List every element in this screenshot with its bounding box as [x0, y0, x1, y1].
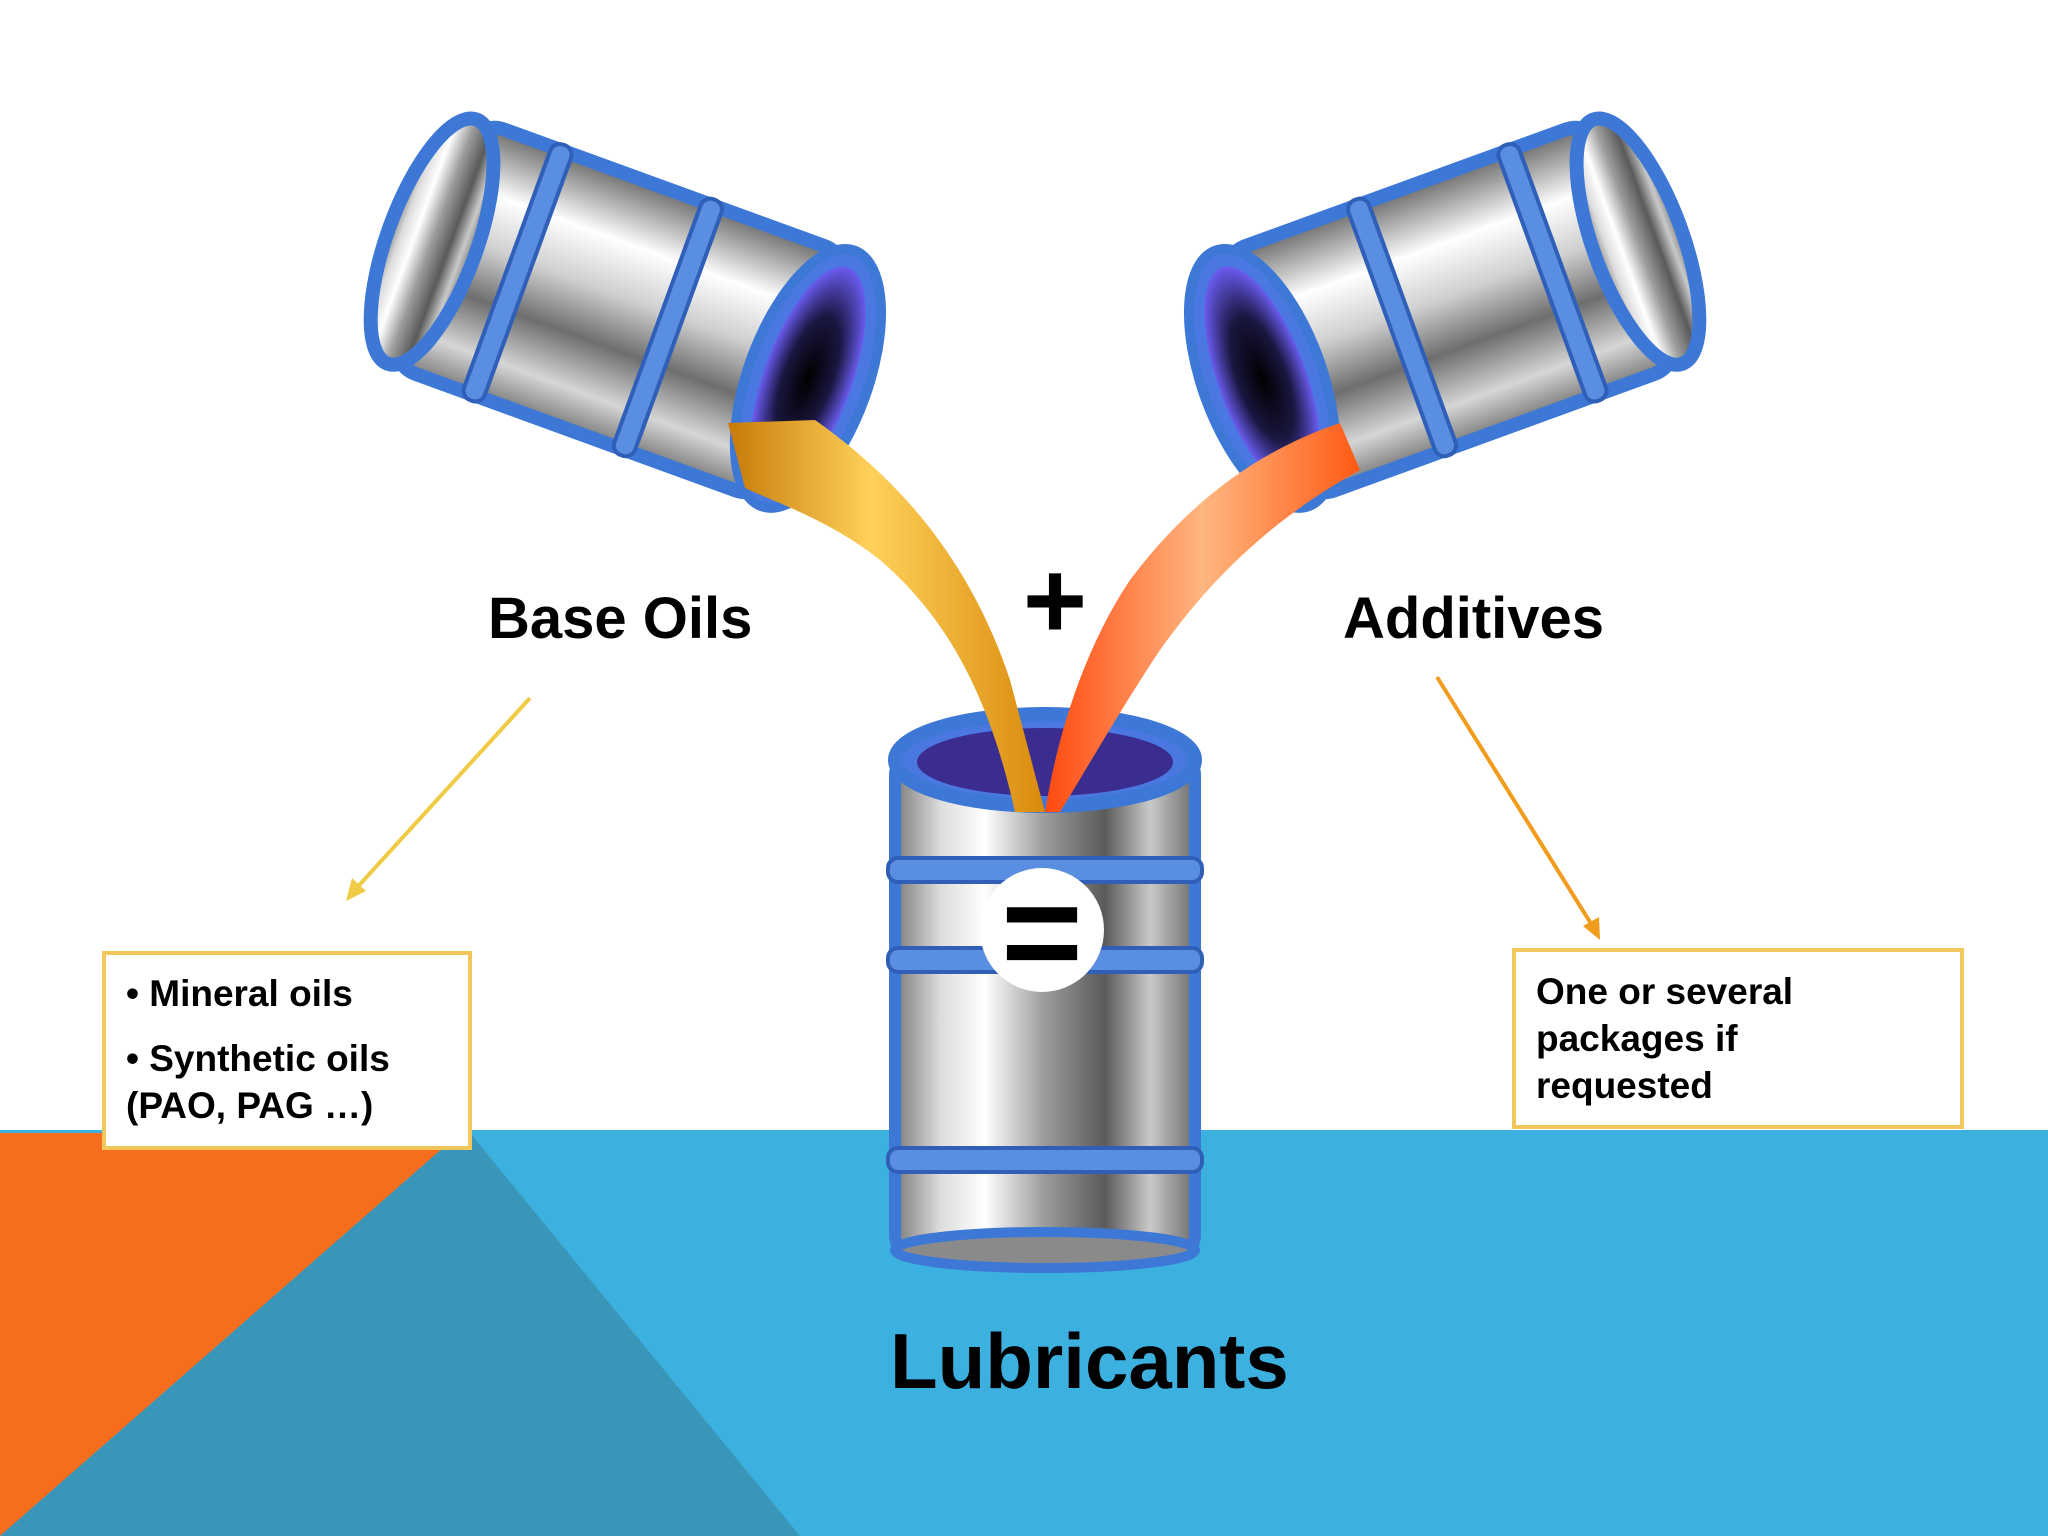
additives-box-text: One or several packages if requested: [1536, 971, 1794, 1106]
base-oil-stream: [728, 420, 1045, 812]
bullet: •: [126, 1038, 139, 1079]
additives-box: One or several packages if requested: [1512, 948, 1964, 1129]
base-oils-arrow: [346, 696, 532, 901]
bullet: •: [126, 973, 139, 1014]
additives-label: Additives: [1343, 586, 1605, 651]
base-oils-box: • Mineral oils • Synthetic oils (PAO, PA…: [102, 951, 472, 1150]
plus-sign: +: [1023, 539, 1087, 662]
base-oils-label: Base Oils: [488, 586, 753, 651]
list-item-text: Synthetic oils: [149, 1038, 390, 1079]
list-item: • Synthetic oils (PAO, PAG …): [126, 1035, 448, 1129]
list-item: • Mineral oils: [126, 970, 448, 1017]
additive-barrel: [1183, 111, 1707, 513]
equals-badge: [980, 868, 1104, 992]
lubricants-label: Lubricants: [890, 1317, 1289, 1405]
base-oil-barrel: [363, 111, 887, 513]
additives-arrow: [1435, 675, 1600, 940]
list-item-text: Mineral oils: [149, 973, 353, 1014]
lubricant-barrel: [886, 707, 1204, 1273]
list-item-continuation: (PAO, PAG …): [126, 1085, 374, 1126]
teal-triangle: [0, 1133, 800, 1536]
equals-sign: =: [1001, 853, 1083, 1010]
additive-stream: [1045, 423, 1360, 812]
